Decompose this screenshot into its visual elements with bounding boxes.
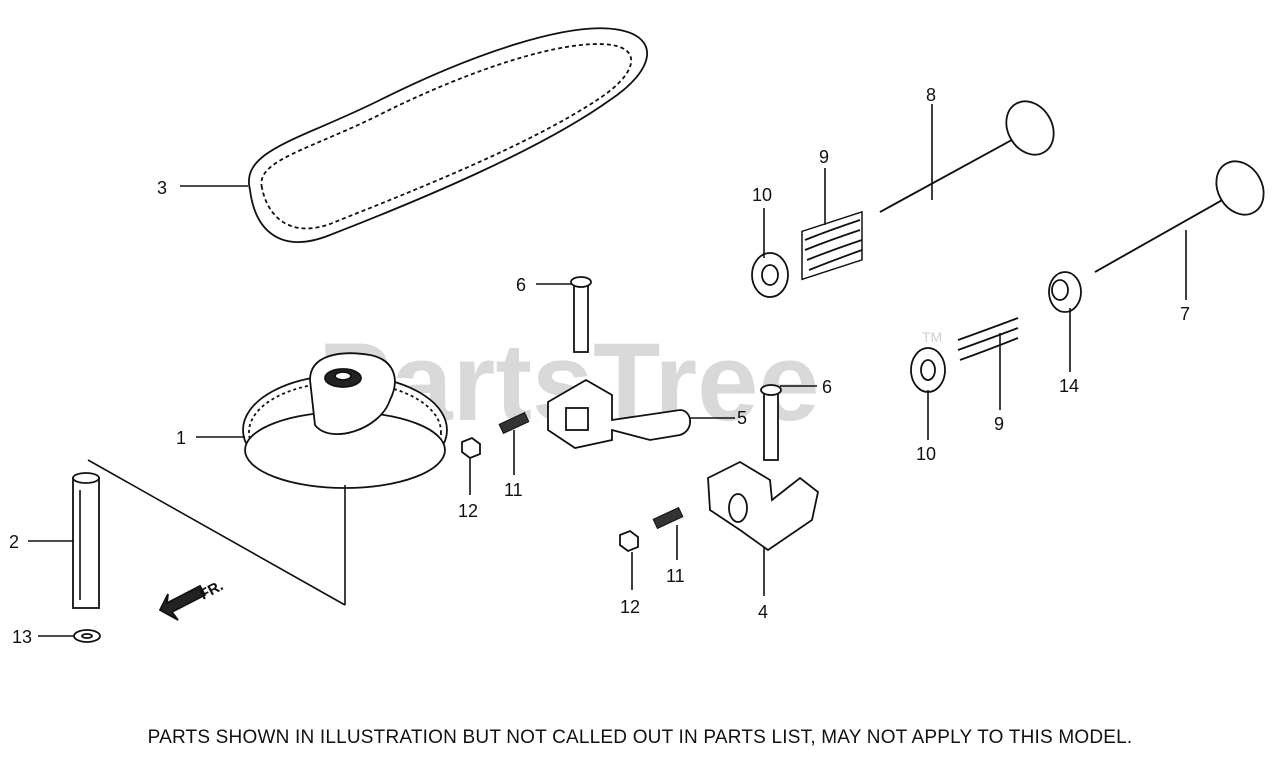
callout-3: 3	[157, 178, 167, 198]
callout-11-upper: 11	[504, 480, 523, 500]
adjusting-screw-lower	[652, 506, 684, 530]
callout-12-upper: 12	[458, 501, 478, 521]
rocker-arm-upper	[547, 378, 692, 449]
direction-label: FR.	[197, 577, 226, 603]
timing-belt	[248, 27, 648, 243]
callouts: 3 1 2 13 6 5 6 4 8 7 9 9 10 10 14 11 11 …	[9, 85, 1190, 647]
callout-10-upper: 10	[752, 185, 772, 205]
front-direction-arrow: FR.	[158, 577, 226, 621]
callout-13: 13	[12, 627, 32, 647]
valve-spring-upper	[801, 210, 863, 281]
callout-6-upper: 6	[516, 275, 526, 295]
valve-7	[1094, 160, 1265, 273]
callout-2: 2	[9, 532, 19, 552]
nut-lower	[619, 529, 639, 553]
leader-lines	[28, 104, 1187, 637]
callout-12-lower: 12	[620, 597, 640, 617]
footer-note: PARTS SHOWN IN ILLUSTRATION BUT NOT CALL…	[147, 727, 1133, 748]
washer	[73, 629, 101, 643]
callout-1: 1	[176, 428, 186, 448]
spring-retainer-upper	[751, 252, 789, 298]
callout-9-upper: 9	[819, 147, 829, 167]
callout-4: 4	[758, 602, 768, 622]
spring-retainer-lower	[910, 347, 946, 393]
pivot-pin-lower	[760, 384, 782, 461]
camshaft-gear	[242, 352, 448, 605]
callout-5: 5	[737, 408, 747, 428]
rocker-arm-lower	[707, 460, 819, 552]
nut-upper	[461, 436, 481, 460]
callout-10-lower: 10	[916, 444, 936, 464]
callout-11-lower: 11	[666, 566, 685, 586]
callout-9-lower: 9	[994, 414, 1004, 434]
callout-14: 14	[1059, 376, 1079, 396]
callout-6-lower: 6	[822, 377, 832, 397]
adjusting-screw-upper	[498, 411, 530, 435]
valve-spring-lower	[957, 317, 1019, 361]
valve-8	[879, 100, 1055, 213]
callout-8: 8	[926, 85, 936, 105]
pivot-pin-upper	[570, 276, 592, 353]
callout-7: 7	[1180, 304, 1190, 324]
cam-pin	[72, 459, 346, 609]
valve-rotator	[1048, 271, 1082, 313]
watermark-tm: TM	[922, 329, 942, 345]
